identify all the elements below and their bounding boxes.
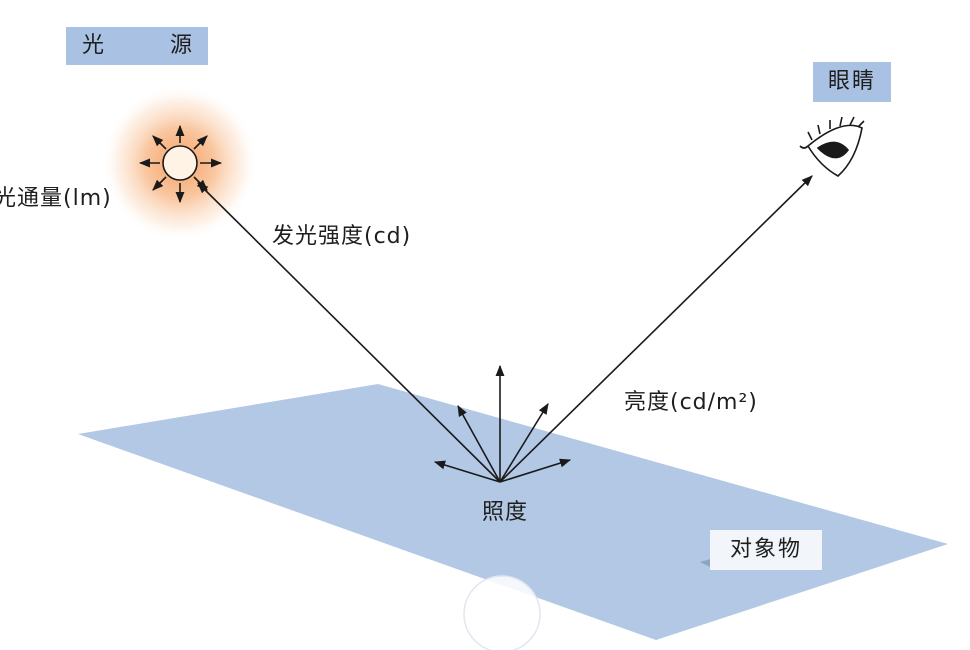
reflected-ray	[499, 175, 813, 483]
incident-ray	[197, 182, 501, 483]
object-plane	[78, 384, 948, 640]
illuminance-arrows	[433, 364, 572, 483]
object-label: 对象物	[729, 537, 802, 562]
watermark-circle	[463, 575, 541, 650]
light-source-tag: 光 源	[66, 27, 208, 65]
eye-label: 眼睛	[827, 69, 876, 94]
light-source-label: 光 源	[82, 33, 215, 58]
object-tag: 对象物	[710, 530, 822, 570]
luminous-flux-label: 光通量(lm)	[0, 186, 112, 211]
illuminance-label: 照度	[482, 500, 529, 525]
eye-icon	[799, 116, 865, 177]
luminous-intensity-label: 发光强度(cd)	[272, 224, 412, 249]
eye-tag: 眼睛	[813, 62, 891, 102]
luminance-label: 亮度(cd/m²)	[624, 390, 758, 415]
